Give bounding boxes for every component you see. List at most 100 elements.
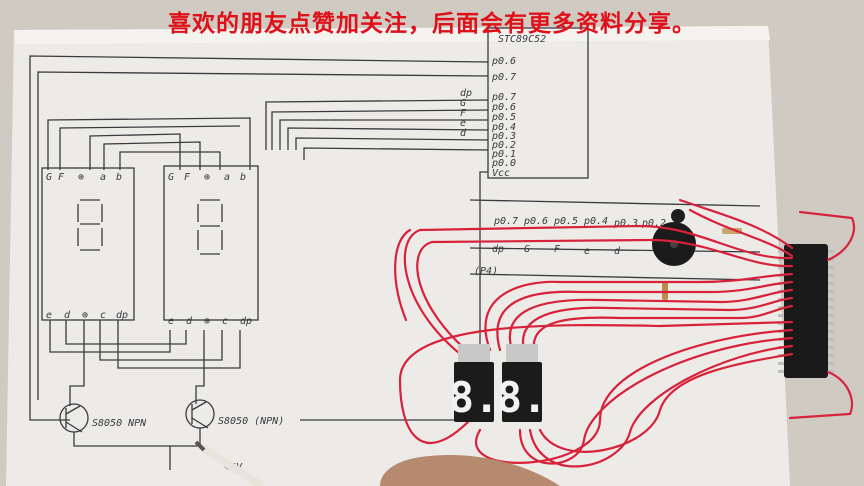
pen xyxy=(197,442,265,486)
row-top-p06: p0.6 xyxy=(523,216,548,227)
chip-pin-right xyxy=(828,290,834,293)
left-pin-a: a xyxy=(100,172,106,183)
left-pin-dp: dp xyxy=(116,310,128,321)
bus-label-dp: dp xyxy=(460,88,472,99)
right-digit-sketch xyxy=(197,199,223,255)
pin-label-p00: p0.0 xyxy=(491,158,516,169)
left-pin-com: ⊕ xyxy=(78,172,84,183)
chip-pin-left xyxy=(778,250,784,253)
pin-label-p07-a: p0.7 xyxy=(491,72,516,83)
paper-highlight xyxy=(14,26,770,44)
chip-pin-right xyxy=(828,266,834,269)
jumper-wires xyxy=(394,198,855,468)
seven-segment-right: 8. xyxy=(497,344,548,422)
resistor xyxy=(722,228,742,234)
pin-label-p06b: p0.6 xyxy=(491,102,516,113)
row-top-p03: p0.3 xyxy=(613,218,638,229)
chip-pin-right xyxy=(828,346,834,349)
chip-pin-right xyxy=(828,274,834,277)
chip-pin-right xyxy=(828,314,834,317)
row-mid-g: G xyxy=(524,244,530,255)
chip-pin-left xyxy=(778,306,784,309)
seven-segment-left: 8. xyxy=(449,344,500,422)
row-mid-dp: dp xyxy=(492,244,504,255)
left-pin-g: G xyxy=(46,172,52,183)
chip-pin-left xyxy=(778,362,784,365)
display-right-body xyxy=(502,362,542,422)
right-transistor-label: S8050 (NPN) xyxy=(218,416,284,427)
chip-pin-right xyxy=(828,282,834,285)
row-top-p02: p0.2 xyxy=(641,218,666,229)
pen-tip xyxy=(194,440,206,452)
right-pin-f: F xyxy=(184,172,191,183)
left-digit-sketch xyxy=(77,199,103,251)
left-transistor-label: S8050 NPN xyxy=(92,418,147,429)
right-pin-a: a xyxy=(224,172,230,183)
right-pin-dp: dp xyxy=(240,316,252,327)
chip-pin-right xyxy=(828,330,834,333)
chip-pin-left xyxy=(778,314,784,317)
chip-pin-left xyxy=(778,370,784,373)
chip-pin-right xyxy=(828,370,834,373)
row-label-p4: (P4) xyxy=(474,266,498,277)
bus-label-g: G xyxy=(460,98,466,109)
bus-label-d: d xyxy=(460,128,467,139)
right-pin-c: c xyxy=(222,316,228,327)
paper-sheet xyxy=(6,26,790,486)
right-pin-d: d xyxy=(186,316,193,327)
chip-pin-right xyxy=(828,298,834,301)
schematic-sketch: STC89C52 p0.6 p0.7 p0.7 p0.6 p0.5 p0.4 p… xyxy=(29,27,761,473)
row-mid-d: d xyxy=(614,246,621,257)
right-pin-g: G xyxy=(168,172,174,183)
chip-pin-left xyxy=(778,266,784,269)
pin-label-vcc: Vcc xyxy=(492,168,510,179)
row-mid-e: e xyxy=(584,246,590,257)
pin-label-p02: p0.2 xyxy=(491,140,516,151)
display-right-pins xyxy=(506,344,538,362)
display-left-digit: 8. xyxy=(449,373,500,422)
display-left-pins xyxy=(458,344,490,362)
video-caption: 喜欢的朋友点赞加关注，后面会有更多资料分享。 xyxy=(168,11,696,37)
left-display-sketch xyxy=(41,167,135,321)
chip-pin-right xyxy=(828,322,834,325)
row-top-p05: p0.5 xyxy=(553,216,578,227)
chip-pin-right xyxy=(828,250,834,253)
display-right-digit: 8. xyxy=(497,373,548,422)
chip-pin-left xyxy=(778,258,784,261)
left-pin-e: e xyxy=(46,310,52,321)
right-pin-b: b xyxy=(240,172,246,183)
chip-pin-right xyxy=(828,362,834,365)
display-left-body xyxy=(454,362,494,422)
right-pin-com2: ⊕ xyxy=(204,316,210,327)
pin-label-p07: p0.7 xyxy=(491,92,516,103)
left-pin-f: F xyxy=(58,172,65,183)
bus-label-f: F xyxy=(460,108,467,119)
left-pin-com2: ⊕ xyxy=(82,310,88,321)
chip-label-sketch: STC89C52 xyxy=(498,34,546,45)
right-pin-com: ⊕ xyxy=(204,172,210,183)
chip-pin-left xyxy=(778,322,784,325)
right-display-sketch xyxy=(163,165,259,321)
right-pin-e: e xyxy=(168,316,174,327)
left-pin-c: c xyxy=(100,310,106,321)
microcontroller-chip xyxy=(784,244,828,378)
small-transistor xyxy=(671,209,685,223)
left-pin-b: b xyxy=(116,172,122,183)
row-top-p04: p0.4 xyxy=(583,216,608,227)
hand xyxy=(380,455,560,486)
chip-pin-right xyxy=(828,354,834,357)
pin-label-p06: p0.6 xyxy=(491,56,516,67)
pin-label-p01: p0.1 xyxy=(491,149,516,160)
chip-outline-sketch xyxy=(487,27,589,179)
pin-label-p04: p0.4 xyxy=(491,122,516,133)
pin-label-p05: p0.5 xyxy=(491,112,516,123)
bus-label-e: e xyxy=(460,118,466,129)
chip-pin-right xyxy=(828,338,834,341)
row-lines-sketch xyxy=(469,199,761,281)
pin-label-p03: p0.3 xyxy=(491,131,516,142)
row-mid-f: F xyxy=(554,244,561,255)
row-top-p07: p0.7 xyxy=(493,216,518,227)
left-pin-d: d xyxy=(64,310,71,321)
